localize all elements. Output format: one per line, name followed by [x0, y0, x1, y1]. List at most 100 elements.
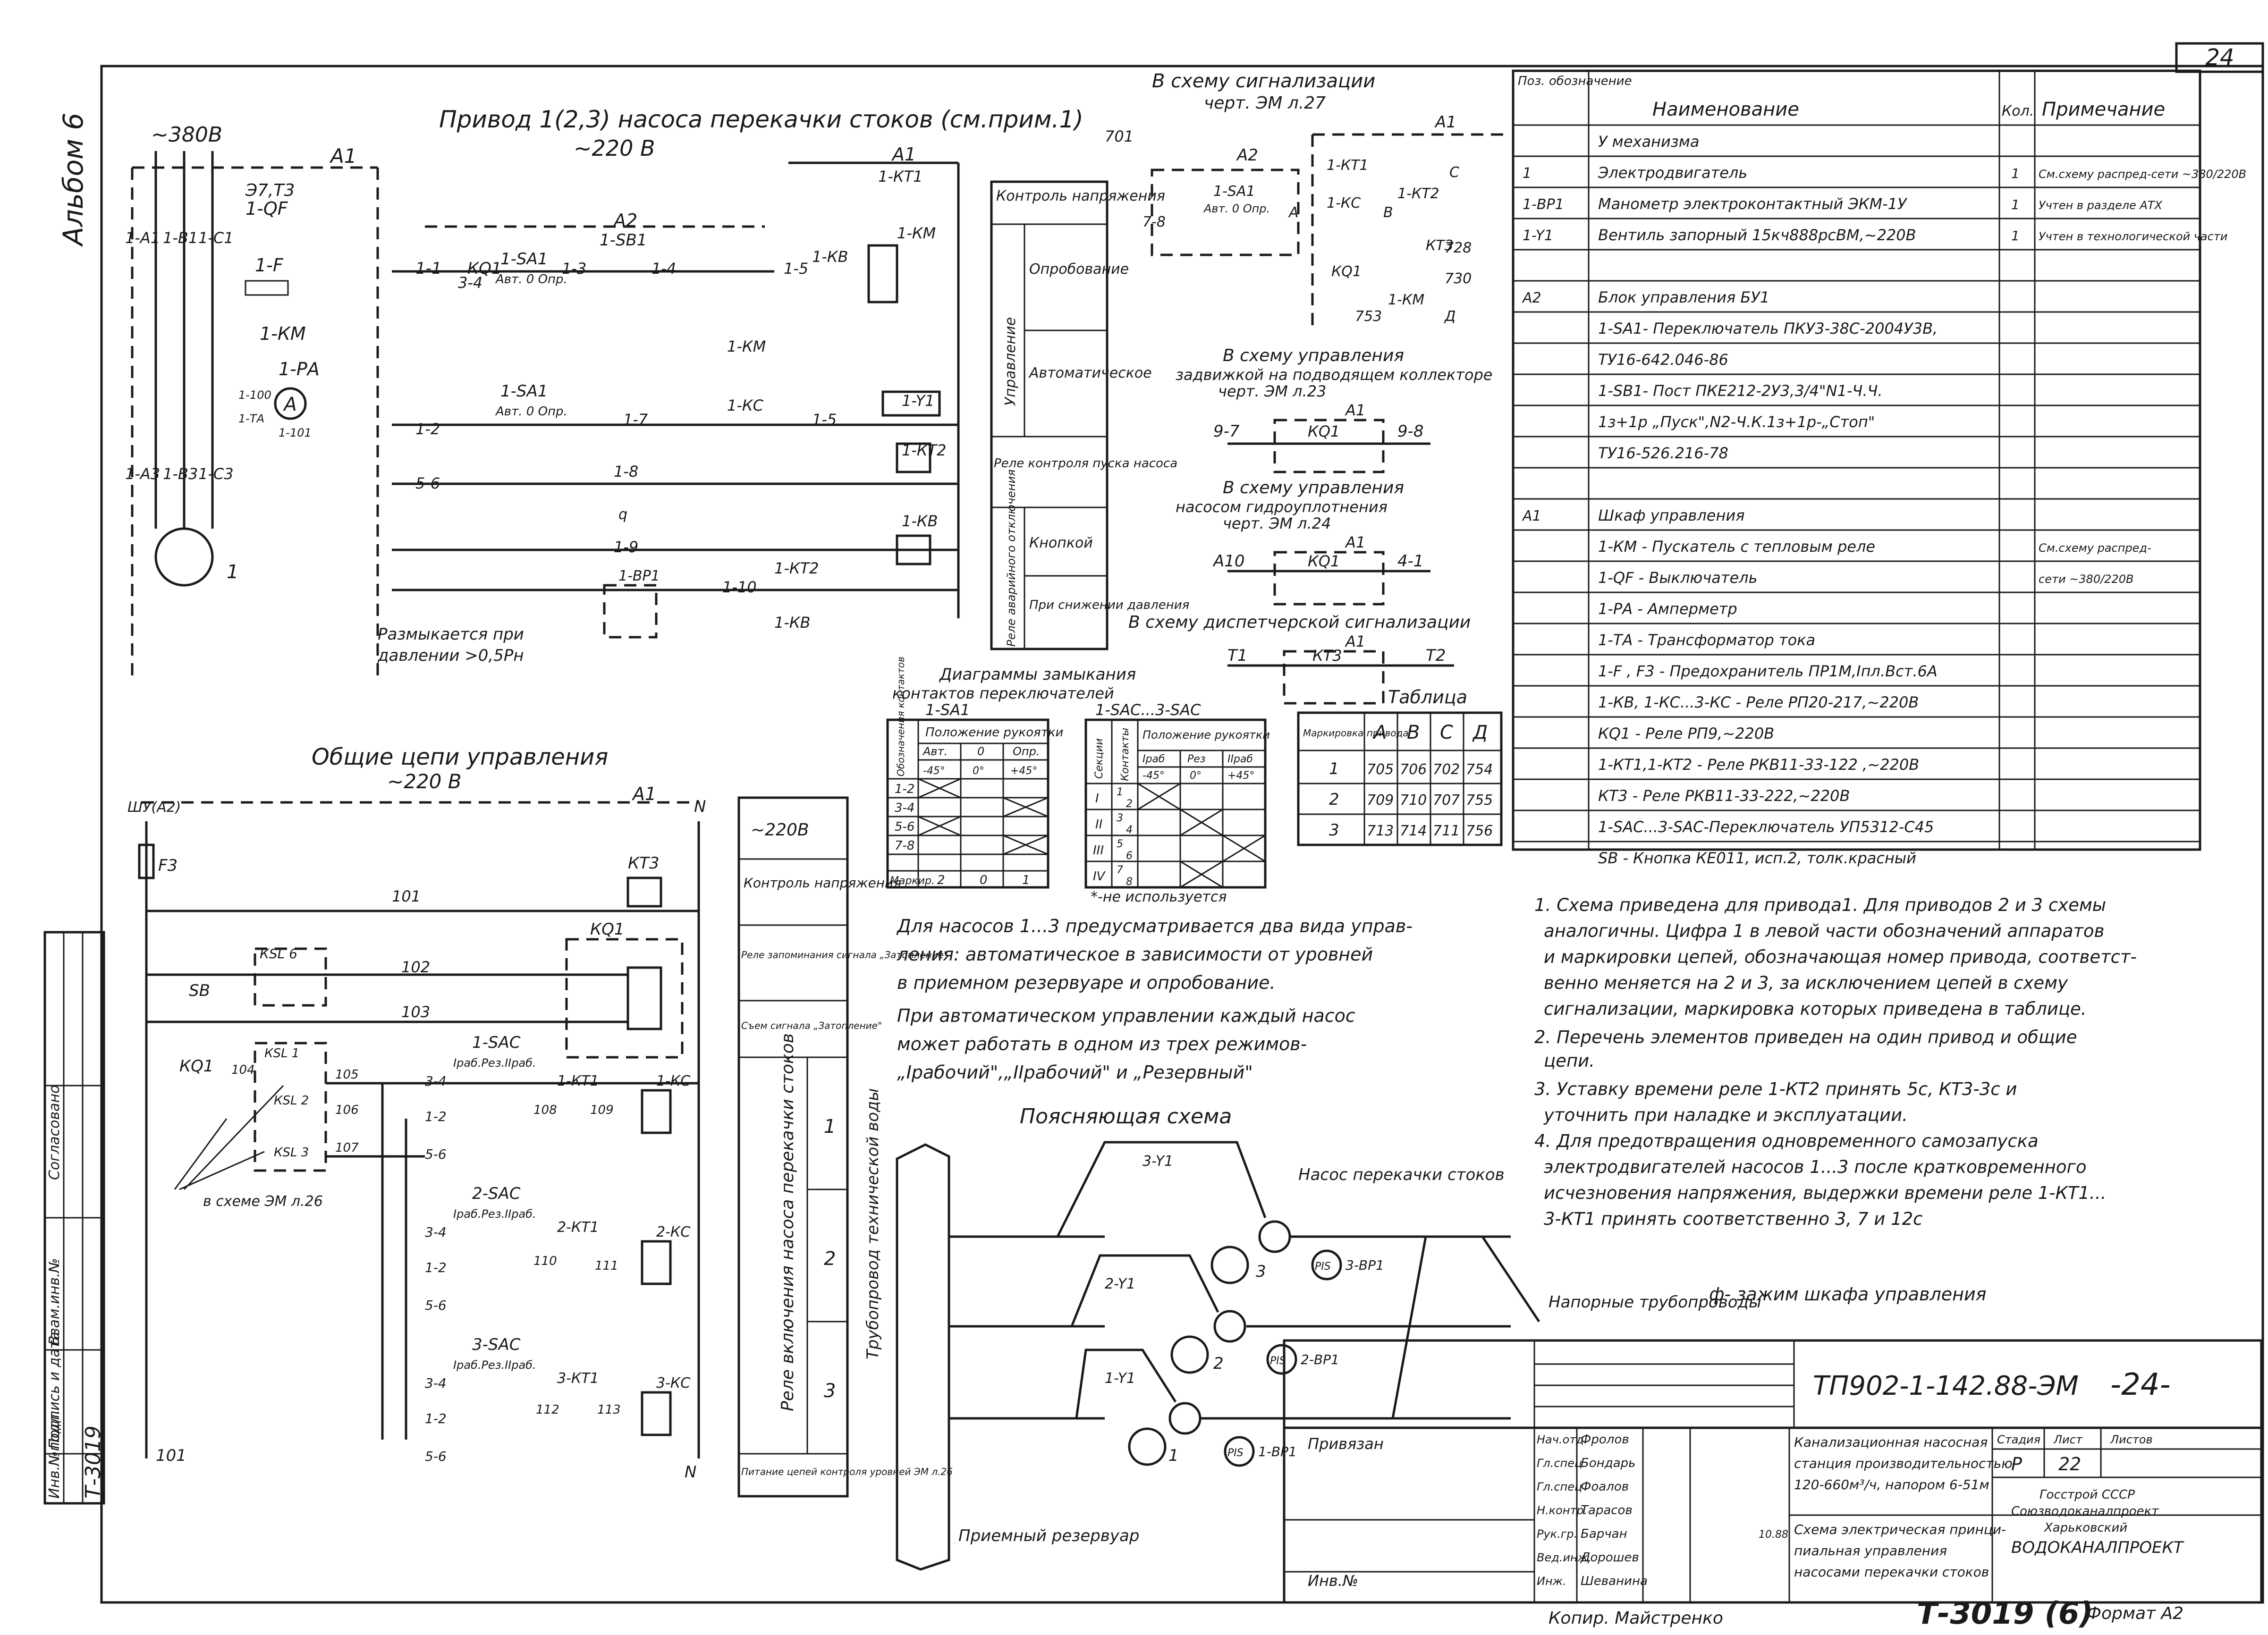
phase-a3: 1-А3 [125, 465, 160, 483]
diag-sac-c6: 6 [1126, 850, 1133, 862]
diag-sa1-name: 1-SA1 [925, 701, 970, 719]
supply-label: ~380В [151, 123, 222, 147]
seal-left: А10 [1212, 552, 1245, 571]
common-sac2-pos: Iраб.Рез.IIраб. [453, 1207, 536, 1221]
diag-note: *-не используется [1091, 889, 1227, 905]
spec-cell: Учтен в технологической части [2039, 230, 2227, 243]
q-label: q [618, 506, 627, 523]
diag-sa1-row-0: 1-2 [895, 782, 914, 796]
ta-label-2: 1-101 [279, 426, 312, 439]
common-table-row-3: Реле включения насоса перекачки стоков [778, 1033, 797, 1411]
marking-cell: 754 [1466, 761, 1493, 778]
valve-line3: черт. ЭМ л.23 [1218, 382, 1326, 400]
marking-cell: 1 [1329, 759, 1339, 778]
note-right-4: сигнализации, маркировка которых приведе… [1544, 999, 2087, 1019]
spec-cell: 1-SB1- Пост ПКЕ212-2У3,3/4"N1-Ч.Ч. [1598, 382, 1883, 400]
specification-table: Поз. обозначение Наименование Кол. Приме… [1512, 69, 2246, 867]
phase-c1: 1-С1 [198, 229, 234, 247]
pipe-label: Трубопровод технической воды [863, 1088, 882, 1359]
common-title-1: Общие цепи управления [312, 744, 608, 770]
power-circuit: ~380В А1 Э7,Т3 1-QF 1-А1 1-В1 1-С1 1-А3 … [125, 123, 379, 680]
km-contact-label: 1-КМ [727, 337, 766, 355]
note-left-1: ления: автоматическое в зависимости от у… [897, 944, 1373, 965]
kq1-label: КQ1 [467, 259, 502, 278]
common-sb: SB [189, 981, 210, 1000]
diag-title-1: Диаграммы замыкания [939, 665, 1136, 684]
stamp-sheet-title-3: насосами перекачки стоков [1794, 1564, 1989, 1580]
common-table-num-3: 3 [824, 1380, 836, 1402]
spec-cell: 1-ВР1 [1523, 196, 1564, 213]
spec-cell: 1-Y1 [1523, 228, 1553, 244]
diag-sa1-mark-1: 2 [937, 873, 945, 887]
stamp-role: Рук.гр. [1537, 1527, 1577, 1541]
stamp-sheet-mark: -24- [2110, 1367, 2171, 1402]
stamp-roles: Нач.отд. Гл.спец Гл.спец Н.контр. Рук.гр… [1537, 1433, 1591, 1588]
spec-cell: 1-РА - Амперметр [1598, 600, 1737, 618]
stamp-sheet-title-2: пиальная управления [1794, 1543, 1947, 1559]
main-title: Привод 1(2,3) насоса перекачки стоков (с… [439, 106, 1083, 133]
common-w112: 112 [536, 1403, 559, 1417]
diag-sa1-pos-1: 0 [977, 745, 984, 758]
qf-name: 1-QF [245, 198, 288, 219]
power-a1: А1 [329, 144, 356, 168]
common-from-scheme: в схеме ЭМ л.26 [203, 1193, 323, 1210]
spec-head-qty: Кол. [2002, 103, 2034, 119]
ammeter-symbol: А [282, 394, 296, 415]
common-w101: 101 [392, 887, 421, 905]
diag-sac-c2: 2 [1126, 798, 1133, 810]
common-n: N [694, 797, 706, 816]
stamp-role: Инж. [1537, 1575, 1566, 1588]
seal-block: В схему управления насосом гидроуплотнен… [1176, 478, 1430, 606]
signal-km: 1-КМ [1388, 292, 1424, 308]
common-w102: 102 [401, 958, 430, 976]
wire-1-9: 1-9 [614, 538, 638, 556]
spec-cell: 1-QF - Выключатель [1598, 569, 1757, 587]
wire-5-6: 5-6 [415, 474, 440, 492]
stamp-person: Дорошев [1580, 1551, 1639, 1565]
stamp-linked: Привязан [1308, 1435, 1384, 1453]
diag-sac-head-0: Секции [1093, 738, 1105, 779]
spec-cell: 1-ТА - Трансформатор тока [1598, 631, 1815, 649]
wire-1-2: 1-2 [415, 420, 440, 438]
km-label: 1-КМ [260, 323, 306, 344]
marking-cell: 706 [1400, 761, 1427, 778]
marking-head-4: Д [1472, 722, 1488, 743]
wire-1-7: 1-7 [623, 411, 648, 429]
marking-head-3: С [1440, 722, 1453, 743]
signal-a: А [1288, 204, 1299, 221]
spec-cell: 1-F , F3 - Предохранитель ПР1М,Iпл.Вст.6… [1598, 662, 1938, 680]
diag-sac-ang-1: 0° [1190, 770, 1202, 782]
page-number-box [2175, 42, 2264, 73]
phase-c3: 1-С3 [198, 465, 234, 483]
wire-1-1: 1-1 [415, 259, 442, 278]
note-right-2: и маркировки цепей, обозначающая номер п… [1544, 947, 2137, 967]
note-left-3: При автоматическом управлении каждый нас… [897, 1005, 1355, 1026]
common-sac1-t2: 5-6 [425, 1146, 447, 1162]
spec-cell: КQ1 - Реле РП9,~220В [1598, 725, 1774, 742]
left-stamp: Инв.№подл. Подпись и дата Взам.инв.№ Сог… [43, 931, 105, 1505]
signal-title-1: В схему сигнализации [1152, 70, 1375, 92]
marking-cell: 755 [1466, 792, 1493, 809]
control-circuit: А2 А1 1-1 КQ1 1-SA1 Авт. 0 Опр. 3-4 1-SB… [377, 144, 960, 665]
stamp-person: Фоалов [1581, 1480, 1629, 1494]
kt1-label: 1-КТ1 [878, 168, 923, 185]
note-right-7: 3. Уставку времени реле 1-КТ2 принять 5с… [1534, 1079, 2017, 1099]
diag-sa1-pos-0: Авт. [922, 745, 948, 758]
diag-sac-head-1: Контакты [1119, 728, 1131, 781]
marking-cell: 756 [1466, 823, 1493, 839]
common-kt1-1: 1-КТ1 [557, 1073, 599, 1089]
stamp-project-2: станция производительностью [1794, 1456, 2013, 1471]
valve-block: В схему управления задвижкой на подводящ… [1176, 346, 1492, 473]
diag-sac-pos-2: IIраб [1227, 753, 1253, 765]
kc-contact-label: 1-КС [727, 396, 764, 414]
func-row-6: Кнопкой [1029, 535, 1093, 551]
diag-sac-pos-0: Iраб [1142, 753, 1165, 765]
func-row-5: Реле аварийного отключения [1005, 469, 1018, 647]
diag-title-2: контактов переключателей [892, 684, 1114, 702]
kv-contact-label: 1-КВ [812, 248, 848, 266]
ta-label-0: 1-100 [238, 388, 271, 402]
common-bottom-n: N [685, 1463, 696, 1482]
note-left-5: „Iрабочий",„IIрабочий" и „Резервный" [897, 1062, 1253, 1083]
signal-term-c: С [1449, 164, 1459, 181]
